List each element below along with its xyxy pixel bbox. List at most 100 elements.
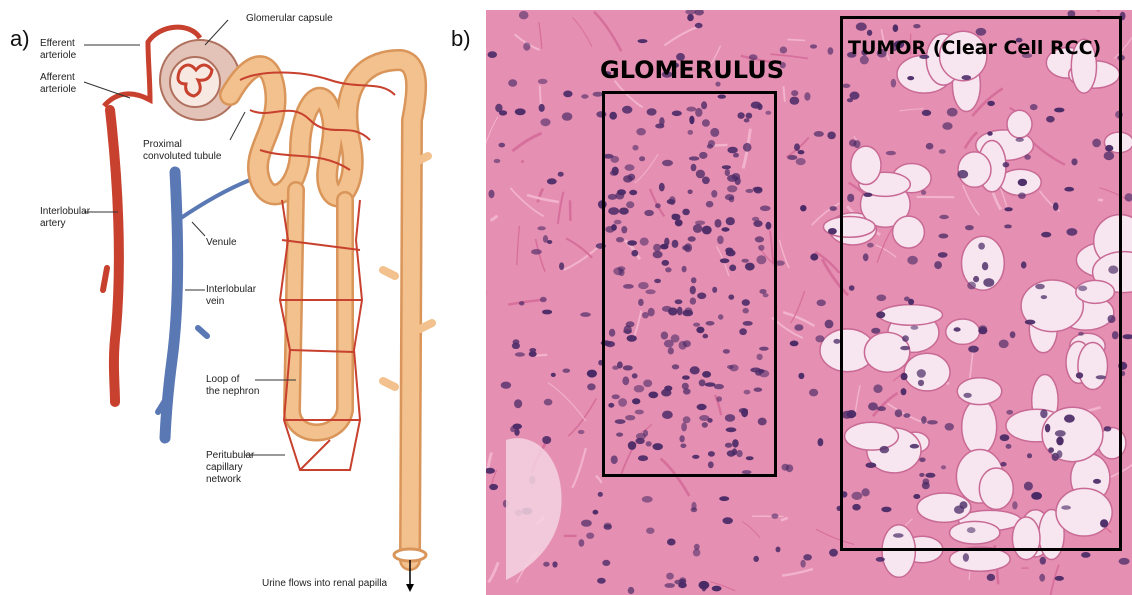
nucleus: [604, 523, 612, 528]
nucleus: [587, 383, 596, 390]
nucleus: [695, 23, 703, 28]
nucleus: [693, 549, 701, 557]
nucleus: [529, 351, 537, 357]
nucleus: [539, 104, 545, 112]
nucleus: [562, 112, 573, 120]
nucleus: [810, 44, 817, 48]
nucleus: [519, 301, 525, 305]
nucleus: [552, 561, 557, 567]
nucleus: [531, 249, 542, 255]
nucleus: [825, 320, 834, 329]
glomerulus-region-box: [602, 91, 777, 477]
nucleus: [543, 562, 549, 567]
glomerulus-label: GLOMERULUS: [600, 56, 784, 84]
nucleus: [646, 528, 654, 534]
nucleus: [542, 436, 551, 444]
nucleus: [798, 373, 804, 379]
nucleus: [827, 132, 835, 140]
nucleus: [514, 399, 522, 408]
nucleus: [508, 79, 517, 86]
nucleus: [691, 502, 696, 511]
nucleus: [587, 370, 597, 378]
nucleus: [515, 352, 525, 356]
nucleus: [499, 143, 506, 148]
nucleus: [666, 573, 674, 580]
nucleus: [602, 560, 610, 566]
nucleus: [540, 297, 547, 303]
label-venule: Venule: [206, 237, 237, 249]
label-proximal-convoluted-tubule: Proximal convoluted tubule: [143, 139, 221, 163]
nucleus: [586, 533, 594, 539]
nucleus: [800, 560, 805, 568]
nucleus: [544, 399, 553, 406]
nucleus: [791, 90, 798, 96]
nucleus: [818, 438, 824, 446]
nucleus: [810, 253, 818, 260]
nucleus: [597, 578, 606, 584]
nucleus: [809, 389, 818, 397]
tumor-label: TUMOR (Clear Cell RCC): [848, 37, 1101, 59]
nucleus: [559, 262, 564, 270]
nucleus: [790, 341, 799, 347]
nucleus: [513, 339, 520, 344]
tumor-region-box: [840, 16, 1122, 551]
label-interlobular-artery: Interlobular artery: [40, 206, 90, 230]
nucleus: [628, 587, 635, 594]
nucleus: [787, 155, 797, 160]
nucleus: [667, 539, 676, 546]
label-peritubular-capillary-network: Peritubular capillary network: [206, 450, 254, 486]
nucleus: [780, 47, 787, 54]
nucleus: [581, 520, 592, 527]
label-loop-of-nephron: Loop of the nephron: [206, 374, 259, 398]
nucleus: [814, 131, 824, 137]
nucleus: [817, 300, 826, 307]
stroma-fiber: [540, 85, 541, 105]
nucleus: [829, 549, 838, 557]
nucleus: [542, 310, 552, 315]
stroma-fiber: [787, 40, 805, 41]
nucleus: [538, 79, 548, 84]
nucleus: [580, 312, 591, 317]
nucleus: [537, 226, 545, 230]
nucleus: [638, 39, 648, 43]
nucleus: [776, 547, 781, 553]
nucleus: [558, 172, 564, 177]
nucleus: [701, 583, 706, 592]
nucleus: [712, 586, 722, 592]
nucleus: [876, 557, 885, 562]
nucleus: [815, 335, 824, 342]
nucleus: [489, 484, 498, 490]
nucleus: [578, 430, 585, 434]
label-urine-flow: Urine flows into renal papilla: [262, 578, 387, 590]
nucleus: [771, 513, 778, 518]
nucleus: [828, 47, 834, 54]
label-efferent-arteriole: Efferent arteriole: [40, 38, 76, 62]
nucleus: [540, 118, 550, 126]
nucleus: [798, 150, 805, 154]
nucleus: [987, 574, 995, 581]
nucleus: [642, 496, 653, 503]
arrowhead-icon: [406, 584, 414, 592]
nucleus: [581, 94, 588, 98]
nucleus: [1039, 574, 1045, 582]
nucleus: [786, 464, 793, 472]
nucleus: [753, 556, 759, 562]
nucleus: [1040, 557, 1046, 565]
nucleus: [515, 108, 526, 115]
nucleus: [794, 143, 800, 151]
nucleus: [687, 14, 694, 21]
nucleus: [547, 240, 552, 244]
nucleus: [1081, 552, 1090, 558]
nucleus: [1055, 576, 1064, 581]
nucleus: [796, 158, 806, 165]
nucleus: [598, 492, 603, 497]
nucleus: [494, 159, 501, 163]
nucleus: [804, 92, 810, 100]
nucleus: [800, 205, 806, 211]
label-interlobular-vein: Interlobular vein: [206, 284, 256, 308]
nucleus: [523, 43, 530, 51]
nucleus: [664, 583, 675, 588]
nucleus: [678, 582, 686, 588]
nucleus: [963, 553, 969, 562]
nucleus: [803, 554, 812, 560]
